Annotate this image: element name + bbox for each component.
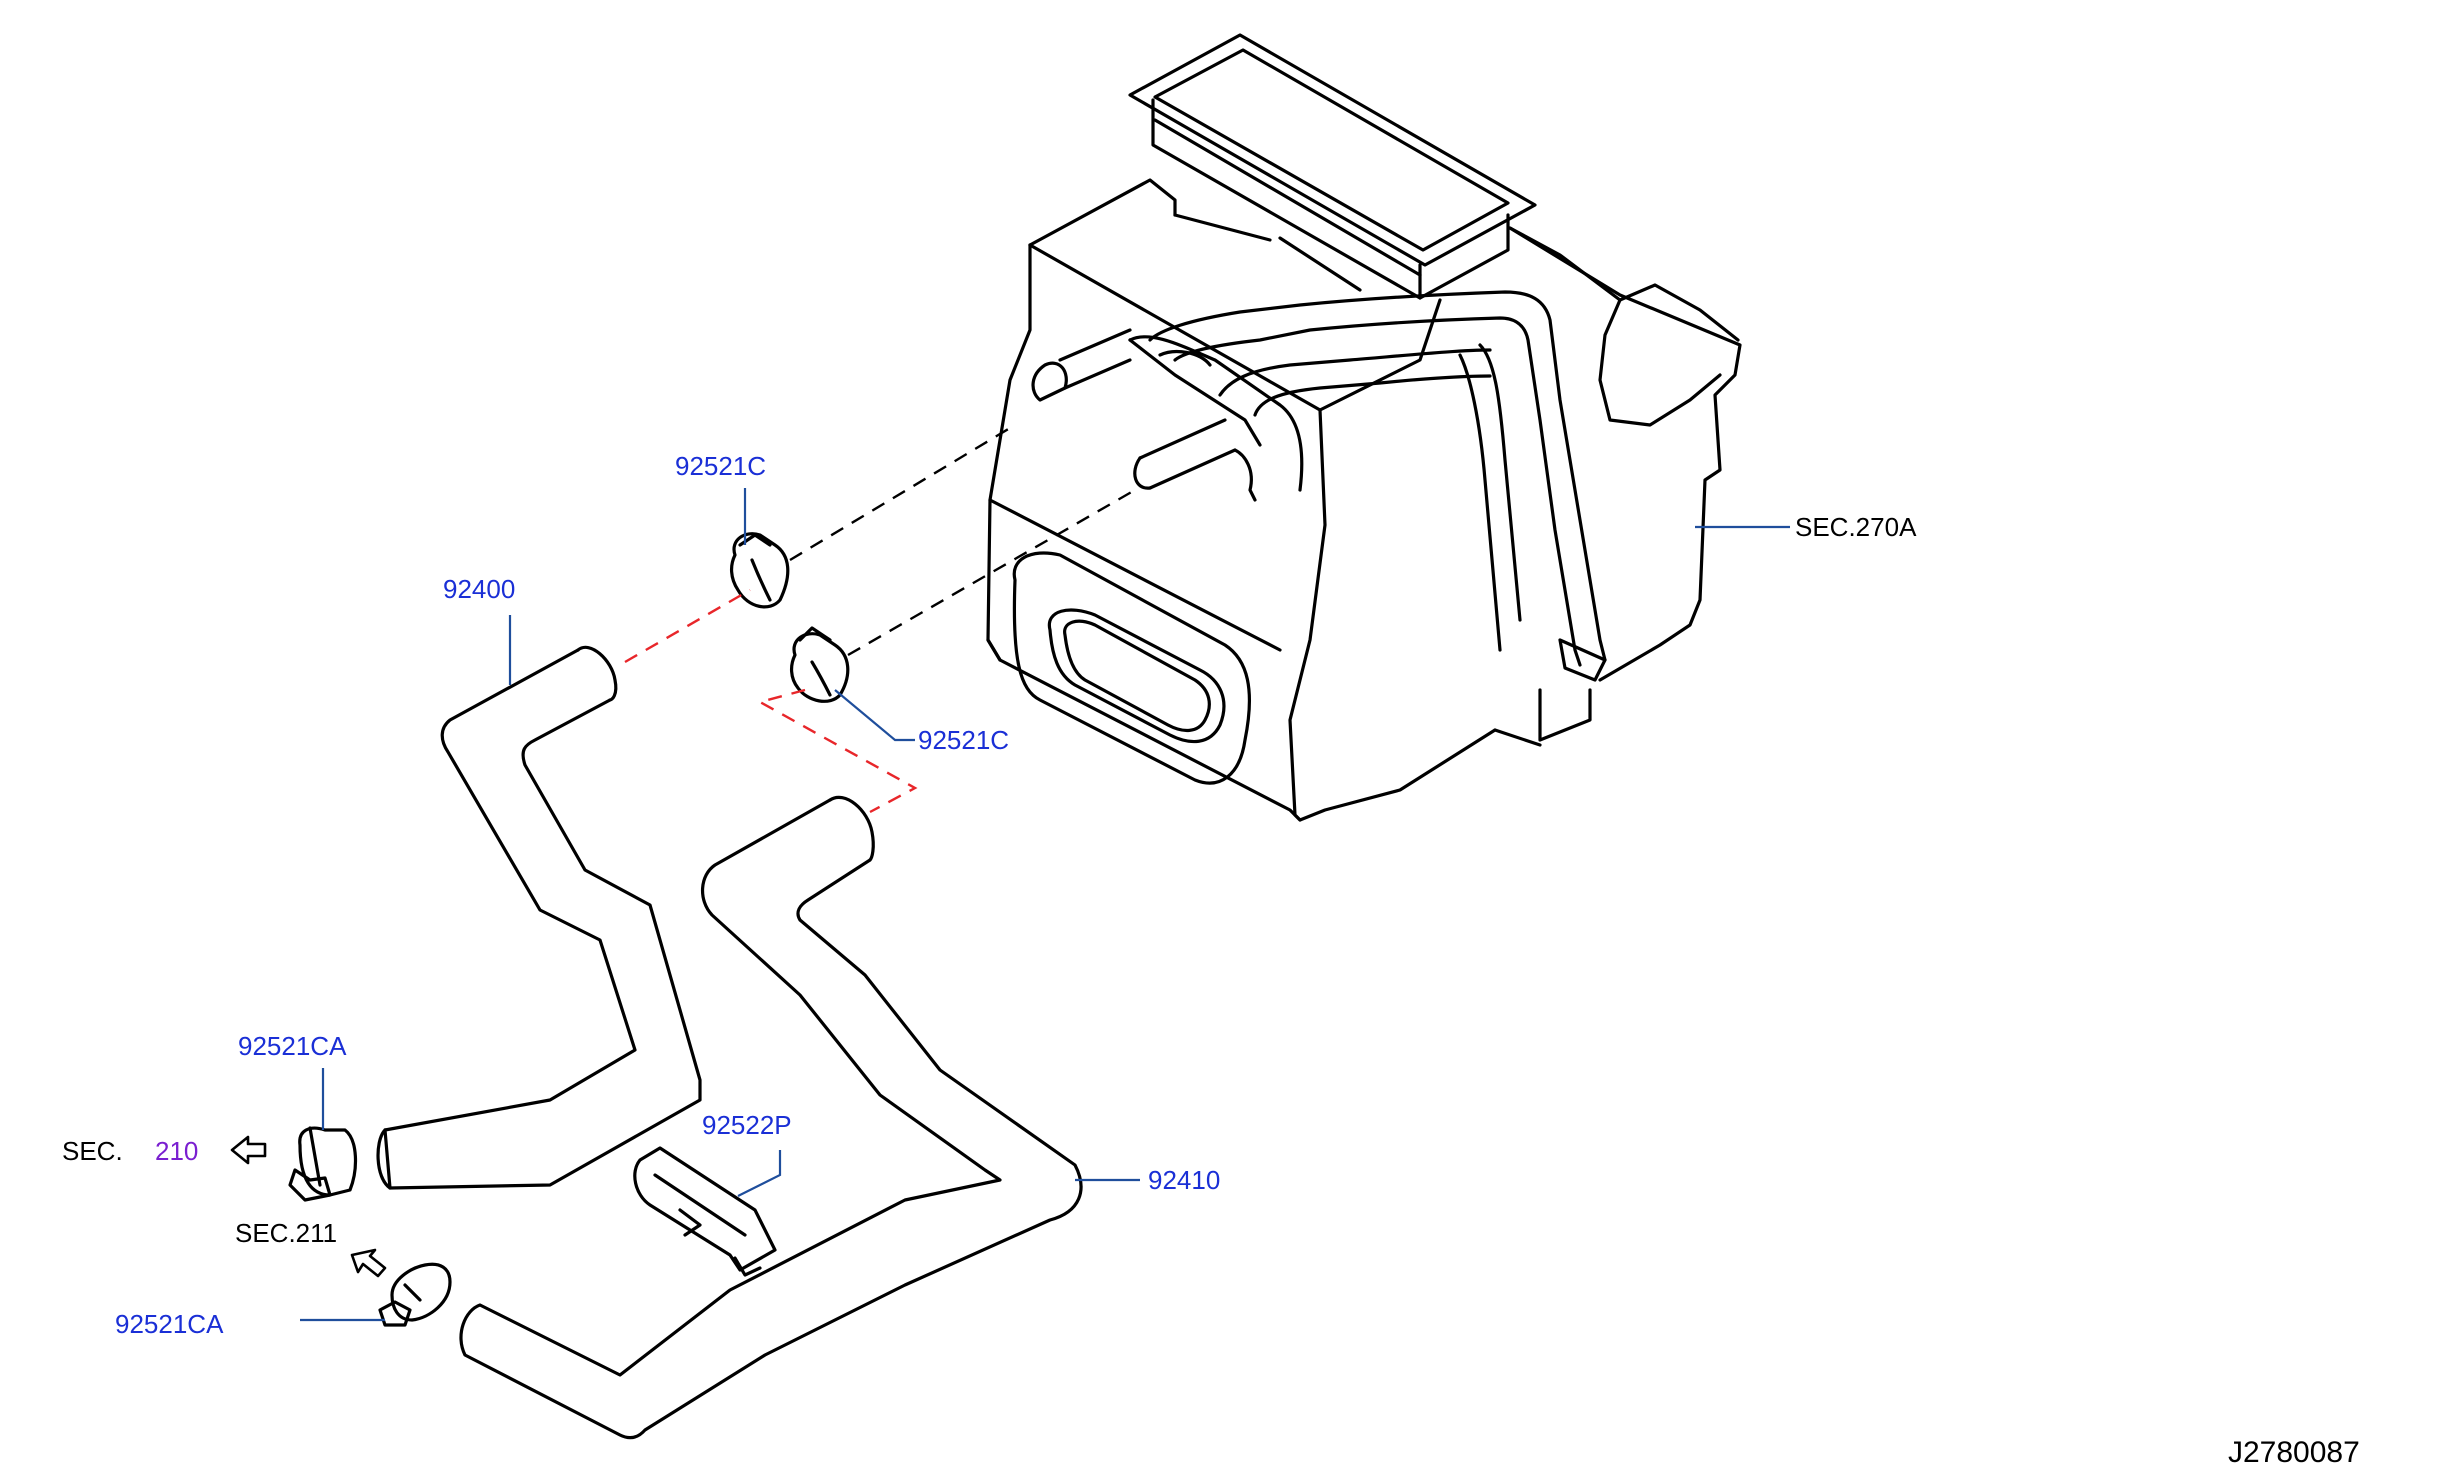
label-sec-270a: SEC.270A: [1795, 512, 1917, 542]
clamp-92521ca-upper: [288, 1126, 358, 1202]
label-sec-211: SEC.211: [235, 1218, 337, 1248]
label-sec-prefix: SEC.: [62, 1136, 123, 1166]
hose-92400: [376, 645, 702, 1190]
label-92521ca-upper: 92521CA: [238, 1031, 347, 1061]
arrow-left-icon: [230, 1135, 267, 1165]
diagram-code: J2780087: [2228, 1436, 2360, 1469]
dashed-line-red-lower: [756, 688, 918, 814]
dashed-line-upper: [789, 423, 1016, 562]
label-92521c-upper: 92521C: [675, 451, 766, 481]
arrow-up-left-icon: [350, 1248, 387, 1278]
heater-unit: [986, 33, 1742, 822]
label-92522p: 92522P: [702, 1110, 792, 1140]
label-92410: 92410: [1148, 1165, 1220, 1195]
hose-92410: [459, 795, 1083, 1440]
leader-92522p: [737, 1150, 782, 1197]
label-92521ca-lower: 92521CA: [115, 1309, 224, 1339]
dashed-line-red-upper: [624, 588, 751, 664]
dashed-line-lower: [847, 488, 1136, 657]
label-92521c-lower: 92521C: [918, 725, 1009, 755]
clip-92522p: [633, 1146, 777, 1277]
leader-92521c-lower: [834, 689, 915, 742]
label-sec-210: 210: [155, 1136, 198, 1166]
clamp-92521ca-lower: [378, 1262, 452, 1327]
label-92400: 92400: [443, 574, 515, 604]
